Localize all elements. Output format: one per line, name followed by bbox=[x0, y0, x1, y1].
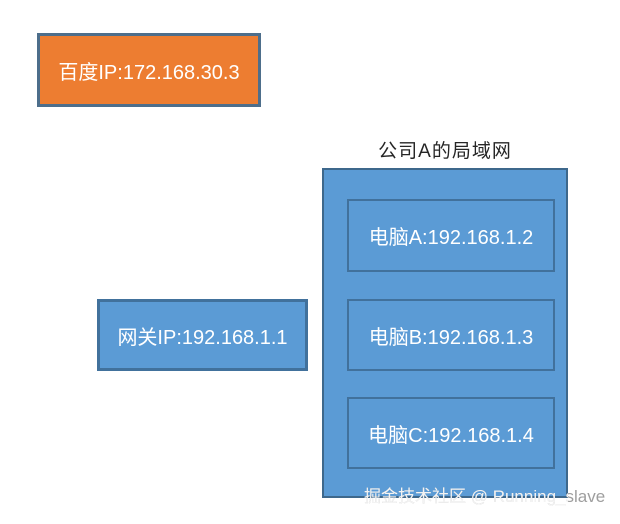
watermark-overlay-clip: 掘金技术社区 @ Running_slave bbox=[364, 486, 568, 507]
lan-title: 公司A的局域网 bbox=[378, 141, 512, 162]
computer-b-label: 电脑B:192.168.1.3 bbox=[368, 326, 534, 349]
computer-a-label: 电脑A:192.168.1.2 bbox=[368, 227, 534, 249]
baidu-ip-label: 百度IP:172.168.30.3 bbox=[58, 61, 240, 84]
watermark-text-on-blue: 掘金技术社区 @ Running_slave bbox=[364, 487, 568, 506]
gateway-ip-box: 网关IP:192.168.1.1 bbox=[97, 299, 308, 371]
watermark-text: 掘金技术社区 @ Running_slave bbox=[364, 487, 606, 506]
watermark: 掘金技术社区 @ Running_slave 掘金技术社区 @ Running_… bbox=[364, 486, 605, 507]
computer-a-box: 电脑A:192.168.1.2 bbox=[347, 199, 555, 272]
computer-c-box: 电脑C:192.168.1.4 bbox=[347, 397, 555, 469]
computer-b-box: 电脑B:192.168.1.3 bbox=[347, 299, 555, 371]
gateway-ip-label: 网关IP:192.168.1.1 bbox=[117, 326, 288, 349]
baidu-ip-box: 百度IP:172.168.30.3 bbox=[37, 33, 261, 107]
computer-c-label: 电脑C:192.168.1.4 bbox=[368, 424, 534, 447]
